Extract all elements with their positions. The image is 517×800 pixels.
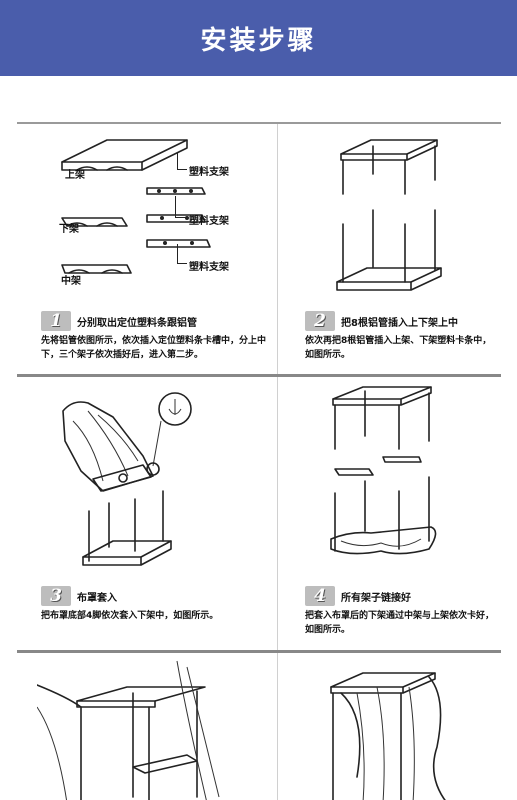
label-middle-frame: 中架 xyxy=(61,276,81,287)
page-title: 安装步骤 xyxy=(200,25,317,56)
step-3: 3 布罩套入 把布罩底部4脚依次套入下架中，如图所示。 xyxy=(41,585,281,623)
step-5-illustration xyxy=(37,657,237,800)
label-plastic-bracket-2: 塑料支架 xyxy=(189,216,229,227)
step-description: 把套入布罩后的下架通过中架与上架依次卡好，如图所示。 xyxy=(305,611,495,635)
instruction-sheet-3 xyxy=(17,650,501,800)
callout-line xyxy=(177,244,187,264)
step-title: 分别取出定位塑料条跟铝管 xyxy=(77,317,197,329)
step-number-badge: 2 xyxy=(305,311,335,331)
step-2: 2 把8根铝管插入上下架上中 依次再把8根铝管插入上架、下架塑料卡条中，如图所示… xyxy=(305,310,495,362)
step-2-illustration xyxy=(329,132,449,304)
step-number-badge: 3 xyxy=(41,586,71,606)
instruction-sheet-1: 上架 下架 中架 塑料支架 塑料支架 塑料支架 1 分别取出定位塑料条跟铝管 先… xyxy=(17,122,501,374)
step-6-illustration xyxy=(317,657,467,800)
label-plastic-bracket-1: 塑料支架 xyxy=(189,167,229,178)
divider xyxy=(277,653,278,800)
step-title: 把8根铝管插入上下架上中 xyxy=(341,317,458,329)
step-title: 所有架子链接好 xyxy=(341,592,411,604)
callout-line xyxy=(175,196,187,218)
label-upper-frame: 上架 xyxy=(65,170,85,181)
step-description: 依次再把8根铝管插入上架、下架塑料卡条中，如图所示。 xyxy=(305,336,492,360)
step-1: 1 分别取出定位塑料条跟铝管 先将铝管依图所示，依次插入定位塑料条卡槽中，分上中… xyxy=(41,310,281,362)
step-number-badge: 1 xyxy=(41,311,71,331)
step-description: 把布罩底部4脚依次套入下架中，如图所示。 xyxy=(41,611,219,621)
label-plastic-bracket-3: 塑料支架 xyxy=(189,262,229,273)
label-lower-frame: 下架 xyxy=(59,224,79,235)
step-4: 4 所有架子链接好 把套入布罩后的下架通过中架与上架依次卡好，如图所示。 xyxy=(305,585,495,637)
step-description: 先将铝管依图所示，依次插入定位塑料条卡槽中，分上中下，三个架子依次插好后，进入第… xyxy=(41,336,267,360)
divider xyxy=(277,124,278,374)
header-banner: 安装步骤 xyxy=(0,0,517,76)
step-4-illustration xyxy=(321,381,461,576)
callout-line xyxy=(177,152,187,170)
divider xyxy=(277,377,278,650)
instruction-sheet-2: 3 布罩套入 把布罩底部4脚依次套入下架中，如图所示。 4 所有架子链接好 把套… xyxy=(17,374,501,650)
step-3-illustration xyxy=(43,381,213,571)
step-title: 布罩套入 xyxy=(77,592,117,604)
step-number-badge: 4 xyxy=(305,586,335,606)
step-1-illustration xyxy=(47,130,247,295)
